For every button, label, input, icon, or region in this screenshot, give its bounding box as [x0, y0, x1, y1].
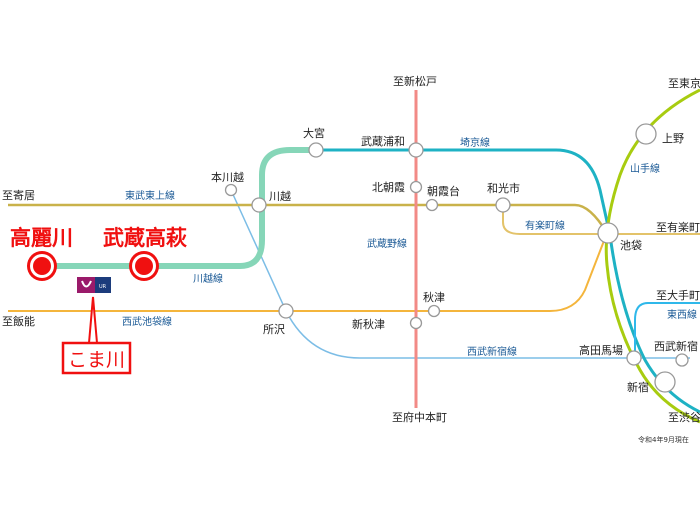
label-seibu-shinjuku: 西武新宿: [654, 339, 698, 353]
yurakucho-line: [502, 205, 700, 235]
line-label-seibu-shinjuku: 西武新宿線: [467, 345, 517, 358]
label-kita-asaka: 北朝霞: [372, 181, 405, 194]
komagawa-callout-text: こま川: [68, 349, 125, 371]
station-shinjuku[interactable]: [654, 371, 676, 393]
station-seibu-shinjuku[interactable]: [675, 353, 689, 367]
station-ueno[interactable]: [635, 123, 657, 145]
label-musashi-urawa: 武蔵浦和: [361, 135, 405, 148]
station-honkawagoe[interactable]: [224, 183, 238, 197]
komagawa-label: 高麗川: [10, 226, 73, 250]
line-label-tozai: 東西線: [667, 308, 697, 321]
label-shin-akitsu: 新秋津: [352, 317, 385, 331]
line-label-musashino: 武蔵野線: [367, 237, 407, 250]
dir-shibuya: 至渋谷: [668, 411, 700, 424]
label-akitsu: 秋津: [423, 290, 445, 304]
tozai-line: [634, 302, 700, 357]
tojo-line: [8, 203, 609, 234]
label-ikebukuro: 池袋: [620, 238, 642, 252]
station-shin-akitsu[interactable]: [409, 316, 423, 330]
ur-logo: UR: [77, 277, 111, 293]
dir-hanno: 至飯能: [2, 314, 35, 328]
svg-text:UR: UR: [99, 284, 107, 290]
line-label-seibu-ikebukuro: 西武池袋線: [122, 315, 172, 328]
dir-yorii: 至寄居: [2, 188, 35, 202]
station-takadanobaba[interactable]: [626, 350, 642, 366]
dir-otemachi: 至大手町: [656, 288, 700, 302]
station-tokorozawa[interactable]: [278, 303, 294, 319]
label-shinjuku: 新宿: [627, 380, 649, 394]
komagawa-callout-box: [61, 341, 132, 375]
station-wakoshi[interactable]: [495, 197, 511, 213]
dir-yurakucho: 至有楽町: [656, 220, 700, 234]
line-label-yamanote: 山手線: [630, 162, 660, 175]
station-musashi-urawa[interactable]: [408, 142, 424, 158]
dir-fuchu-hommachi: 至府中本町: [392, 410, 447, 424]
station-ikebukuro[interactable]: [597, 222, 619, 244]
label-takadanobaba: 高田馬場: [579, 343, 623, 357]
label-asakadai: 朝霞台: [427, 184, 460, 198]
station-asakadai[interactable]: [425, 198, 439, 212]
label-honkawagoe: 本川越: [211, 170, 244, 184]
label-kawagoe: 川越: [269, 189, 291, 203]
station-akitsu[interactable]: [427, 304, 441, 318]
seibu-ikebukuro-line: [8, 232, 608, 312]
label-omiya: 大宮: [303, 126, 325, 140]
dir-shin-matsudo: 至新松戸: [393, 74, 437, 88]
dir-tokyo: 至東京: [668, 76, 700, 90]
line-label-yurakucho: 有楽町線: [525, 219, 565, 232]
label-tokorozawa: 所沢: [263, 322, 285, 336]
station-komagawa-marker[interactable]: [27, 251, 57, 281]
footnote-date: 令和4年9月現在: [638, 435, 689, 444]
station-omiya[interactable]: [308, 142, 324, 158]
line-label-tojo: 東武東上線: [125, 189, 175, 202]
label-wakoshi: 和光市: [487, 181, 520, 195]
line-label-saikyo: 埼京線: [460, 136, 490, 149]
station-musashi-takahagi-marker[interactable]: [129, 251, 159, 281]
station-kawagoe[interactable]: [251, 197, 267, 213]
callout-pointer: [88, 296, 98, 344]
line-label-kawagoe: 川越線: [193, 272, 223, 285]
station-kita-asaka[interactable]: [409, 180, 423, 194]
label-ueno: 上野: [662, 132, 684, 145]
musashi-takahagi-label: 武蔵高萩: [103, 226, 187, 250]
